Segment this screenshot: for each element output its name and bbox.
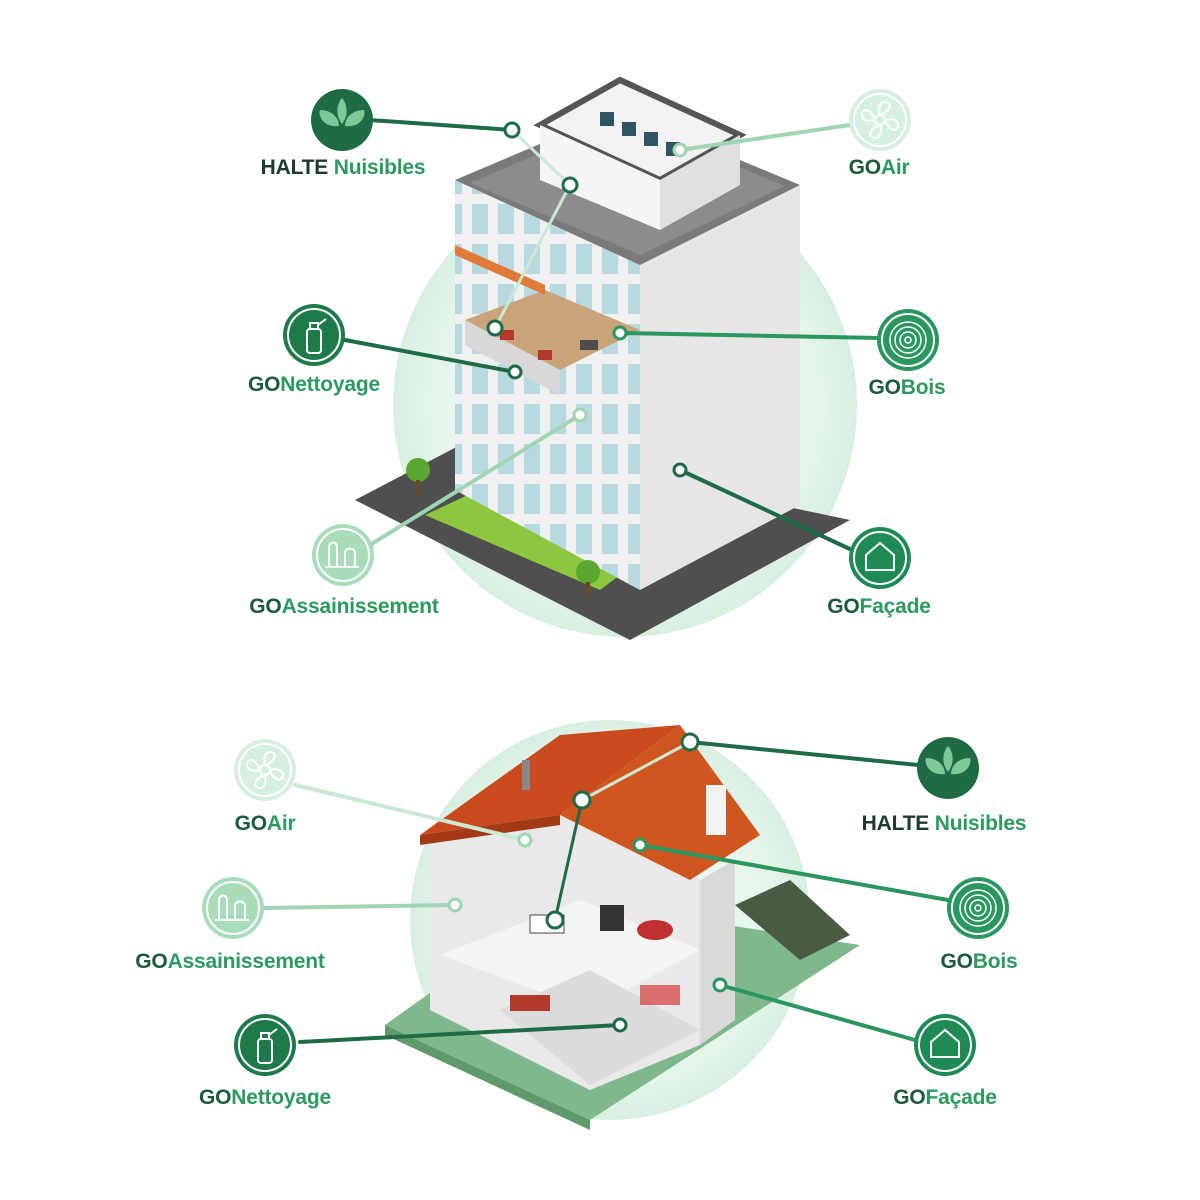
wood-rings-icon bbox=[959, 889, 997, 927]
connector-halte bbox=[688, 740, 920, 767]
wood-rings-icon bbox=[889, 321, 927, 359]
sofa bbox=[510, 995, 550, 1011]
label-house-bois: GOBois bbox=[940, 950, 1018, 973]
tree bbox=[576, 560, 600, 584]
building-badge-halte[interactable] bbox=[311, 89, 373, 151]
label-house-assainissement: GOAssainissement bbox=[135, 950, 325, 973]
pipes-icon bbox=[215, 894, 249, 921]
anchor-dot bbox=[672, 462, 688, 478]
house-badge-nettoyage[interactable] bbox=[234, 1014, 296, 1076]
anchor-dot bbox=[447, 897, 463, 913]
house-badge-facade[interactable] bbox=[914, 1014, 976, 1076]
apartment-building-illustration bbox=[355, 76, 857, 640]
label-house-nettoyage: GONettoyage bbox=[198, 1086, 332, 1109]
building-badge-air[interactable] bbox=[849, 89, 911, 151]
label-building-facade: GOFaçade bbox=[827, 595, 931, 618]
connector-assainissement bbox=[263, 903, 457, 910]
connector-halte bbox=[368, 118, 514, 132]
house-badge-air[interactable] bbox=[234, 739, 296, 801]
anchor-dot bbox=[612, 1017, 628, 1033]
house-roof-right bbox=[560, 725, 760, 880]
house-badge-bois[interactable] bbox=[947, 877, 1009, 939]
label-building-air: GOAir bbox=[848, 156, 910, 179]
building-connectors bbox=[343, 118, 882, 552]
anchor-dot bbox=[672, 142, 688, 158]
building-connector-dots bbox=[486, 121, 688, 478]
anchor-dot bbox=[572, 790, 592, 810]
tree bbox=[406, 458, 430, 482]
anchor-dot bbox=[680, 732, 700, 752]
label-building-nettoyage: GONettoyage bbox=[247, 373, 381, 396]
building-badge-bois[interactable] bbox=[877, 309, 939, 371]
connector-air bbox=[293, 783, 527, 842]
fan-icon bbox=[245, 750, 285, 790]
spray-can-icon bbox=[306, 318, 327, 354]
pipes-icon bbox=[325, 541, 359, 568]
house-roof-left bbox=[420, 725, 680, 835]
connector-bois bbox=[638, 843, 950, 902]
anchor-dot bbox=[561, 176, 579, 194]
connector-facade bbox=[718, 983, 917, 1042]
house-icon bbox=[930, 1028, 960, 1058]
anchor-dot bbox=[486, 319, 504, 337]
house-illustration bbox=[385, 720, 860, 1130]
spray-can-icon bbox=[257, 1028, 278, 1064]
anchor-dot bbox=[712, 977, 728, 993]
label-house-halte: HALTE Nuisibles bbox=[861, 812, 1027, 835]
anchor-dot bbox=[517, 832, 533, 848]
building-badge-assainissement[interactable] bbox=[312, 524, 374, 586]
label-house-air: GOAir bbox=[234, 812, 296, 835]
house-badge-halte[interactable] bbox=[917, 737, 979, 799]
anchor-dot bbox=[507, 364, 523, 380]
label-building-assainissement: GOAssainissement bbox=[249, 595, 439, 618]
building-right-face bbox=[640, 185, 800, 590]
anchor-dot bbox=[503, 121, 521, 139]
garden-bed bbox=[735, 880, 850, 960]
chimney bbox=[706, 785, 726, 835]
connector-assainissement bbox=[368, 413, 582, 547]
connector-nettoyage bbox=[298, 1023, 622, 1044]
leaves-icon bbox=[925, 746, 971, 775]
house-badge-assainissement[interactable] bbox=[202, 877, 264, 939]
anchor-dot bbox=[545, 910, 565, 930]
house-connectors bbox=[263, 740, 950, 1044]
building-badge-facade[interactable] bbox=[849, 527, 911, 589]
label-house-facade: GOFaçade bbox=[893, 1086, 997, 1109]
anchor-dot bbox=[632, 837, 648, 853]
anchor-dot bbox=[612, 325, 628, 341]
house-icon bbox=[865, 541, 895, 571]
connector-facade bbox=[678, 468, 854, 552]
house-connector-dots bbox=[447, 732, 728, 1033]
leaves-icon bbox=[319, 98, 365, 127]
connector-nettoyage bbox=[343, 338, 517, 374]
fan-icon bbox=[860, 100, 900, 140]
connector-air bbox=[678, 123, 852, 152]
building-badge-nettoyage[interactable] bbox=[283, 304, 345, 366]
anchor-dot bbox=[572, 407, 588, 423]
connector-bois bbox=[618, 331, 882, 340]
house-floor bbox=[440, 900, 700, 1010]
label-building-halte: HALTE Nuisibles bbox=[260, 156, 426, 179]
label-building-bois: GOBois bbox=[868, 376, 946, 399]
